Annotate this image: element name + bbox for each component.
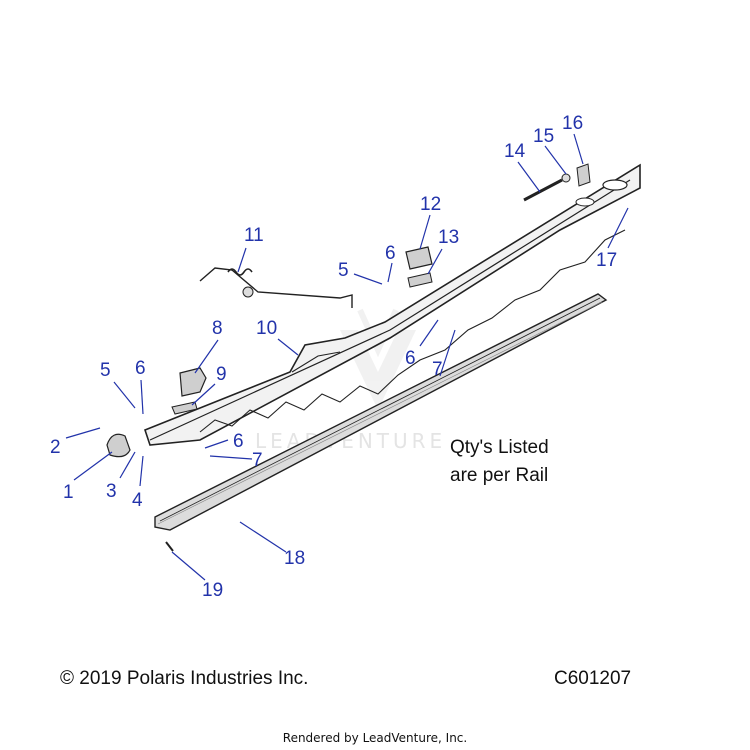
callout-7: 7: [252, 450, 263, 471]
callout-18: 18: [284, 548, 305, 569]
callout-17: 17: [596, 250, 617, 271]
callout-11: 11: [244, 225, 264, 246]
callout-14: 14: [504, 141, 526, 162]
note-line-1: Qty's Listed: [450, 437, 549, 458]
slide-rail-part: [154, 293, 608, 531]
front-bumper-part: [106, 433, 131, 458]
callout-6: 6: [135, 358, 146, 379]
spring-part-11: [199, 267, 353, 308]
callout-6-mid: 6: [405, 348, 416, 369]
callout-9: 9: [216, 364, 227, 385]
screw-part-19: [165, 541, 174, 552]
callout-13: 13: [438, 227, 459, 248]
nut-part-15: [561, 173, 571, 183]
callout-labels: 1 2 3 4 5 6 7 8 9 10 11 12 13 14 15 16 1…: [50, 113, 617, 601]
callout-15: 15: [533, 126, 554, 147]
callout-3: 3: [106, 481, 117, 502]
callout-8: 8: [212, 318, 223, 339]
callout-2: 2: [50, 437, 61, 458]
pad-part-9: [171, 401, 198, 415]
rendered-by-text: Rendered by LeadVenture, Inc.: [282, 731, 468, 745]
bracket-part-16: [576, 163, 591, 187]
callout-7-mid: 7: [432, 359, 443, 380]
callout-4: 4: [132, 490, 143, 511]
callout-12: 12: [420, 194, 441, 215]
callout-16: 16: [562, 113, 583, 134]
leader-lines: [65, 133, 629, 581]
block-part-13: [407, 272, 433, 288]
pin-part-14: [523, 178, 563, 202]
block-part-8: [179, 367, 207, 397]
callout-1: 1: [63, 482, 74, 503]
rail-frame-part: [144, 163, 641, 446]
callout-5-upper: 5: [338, 260, 349, 281]
bracket-part-12: [405, 246, 433, 270]
callout-19: 19: [202, 580, 223, 601]
callout-10: 10: [256, 318, 277, 339]
diagram-code: C601207: [554, 668, 632, 689]
note-line-2: are per Rail: [450, 465, 548, 486]
callout-6-upper: 6: [385, 243, 396, 264]
callout-6-lower: 6: [233, 431, 244, 452]
callout-5: 5: [100, 360, 111, 381]
copyright-text: © 2019 Polaris Industries Inc.: [60, 668, 309, 689]
